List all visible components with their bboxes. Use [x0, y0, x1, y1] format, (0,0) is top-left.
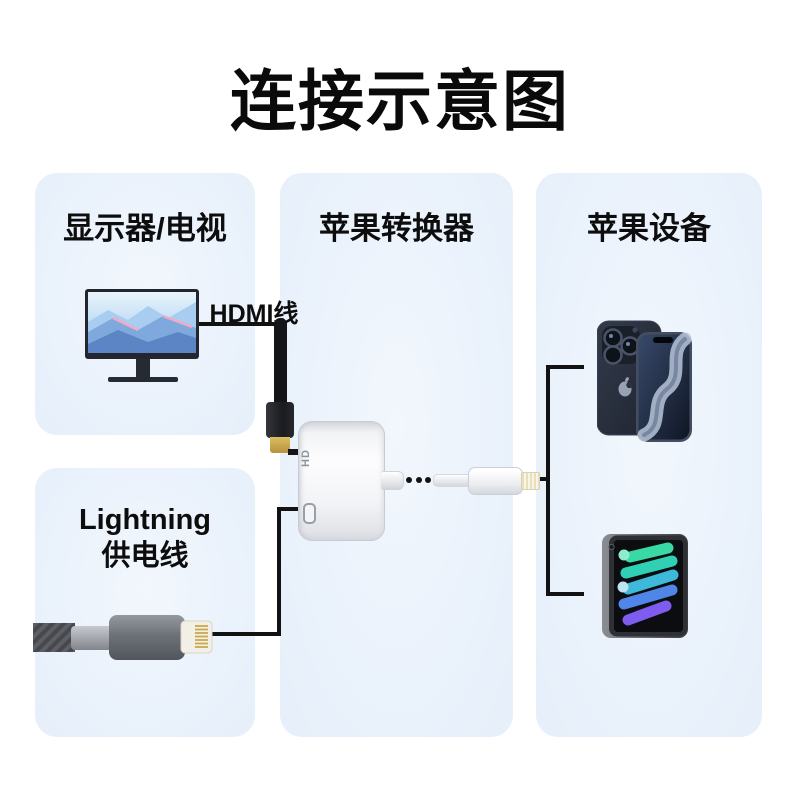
panel-display-tv: 显示器/电视 — [35, 173, 255, 435]
panel-lightning-power-label: Lightning 供电线 — [35, 502, 255, 575]
cable-dot — [406, 477, 412, 483]
panel-apple-devices-label: 苹果设备 — [587, 211, 711, 246]
line-stub-iphone — [546, 365, 584, 369]
adapter-lightning-port-icon — [303, 503, 316, 524]
line-stub-ipad — [546, 592, 584, 596]
hdmi-plug-gold — [270, 437, 290, 453]
adapter-cable-stub — [381, 471, 404, 490]
adapter-hd-port-label: HD — [300, 449, 312, 467]
lightning-connector-tip — [521, 472, 540, 490]
cable-dot — [425, 477, 431, 483]
panel-apple-adapter-label: 苹果转换器 — [319, 211, 474, 246]
page-title: 连接示意图 — [230, 64, 570, 138]
apple-logo-icon — [618, 377, 633, 397]
panel-lightning-power: Lightning 供电线 — [35, 468, 255, 737]
lightning-label-zh: 供电线 — [101, 540, 189, 573]
cable-dot — [416, 477, 422, 483]
panel-display-tv-label: 显示器/电视 — [63, 211, 227, 246]
hdmi-plug-nub — [288, 449, 300, 455]
lightning-label-en: Lightning — [78, 504, 212, 536]
lightning-power-cable-icon — [33, 615, 213, 660]
line-power-vertical — [277, 507, 281, 636]
lightning-connector-icon — [468, 467, 523, 495]
line-adapter-port-stub — [280, 507, 300, 511]
iphone-icon — [597, 320, 692, 442]
line-monitor-to-hdmi — [197, 322, 281, 326]
monitor-icon — [85, 289, 199, 382]
line-power-cable-horizontal — [210, 632, 281, 636]
hdmi-connector-body — [266, 402, 294, 438]
adapter-icon — [298, 421, 385, 541]
panel-apple-devices: 苹果设备 — [536, 173, 762, 737]
hdmi-cable-icon — [274, 318, 287, 406]
ipad-icon — [602, 534, 688, 638]
line-connector-to-devices — [536, 477, 550, 481]
hdmi-cable-label: HDMI线 — [209, 300, 299, 328]
line-devices-vertical — [546, 365, 550, 596]
